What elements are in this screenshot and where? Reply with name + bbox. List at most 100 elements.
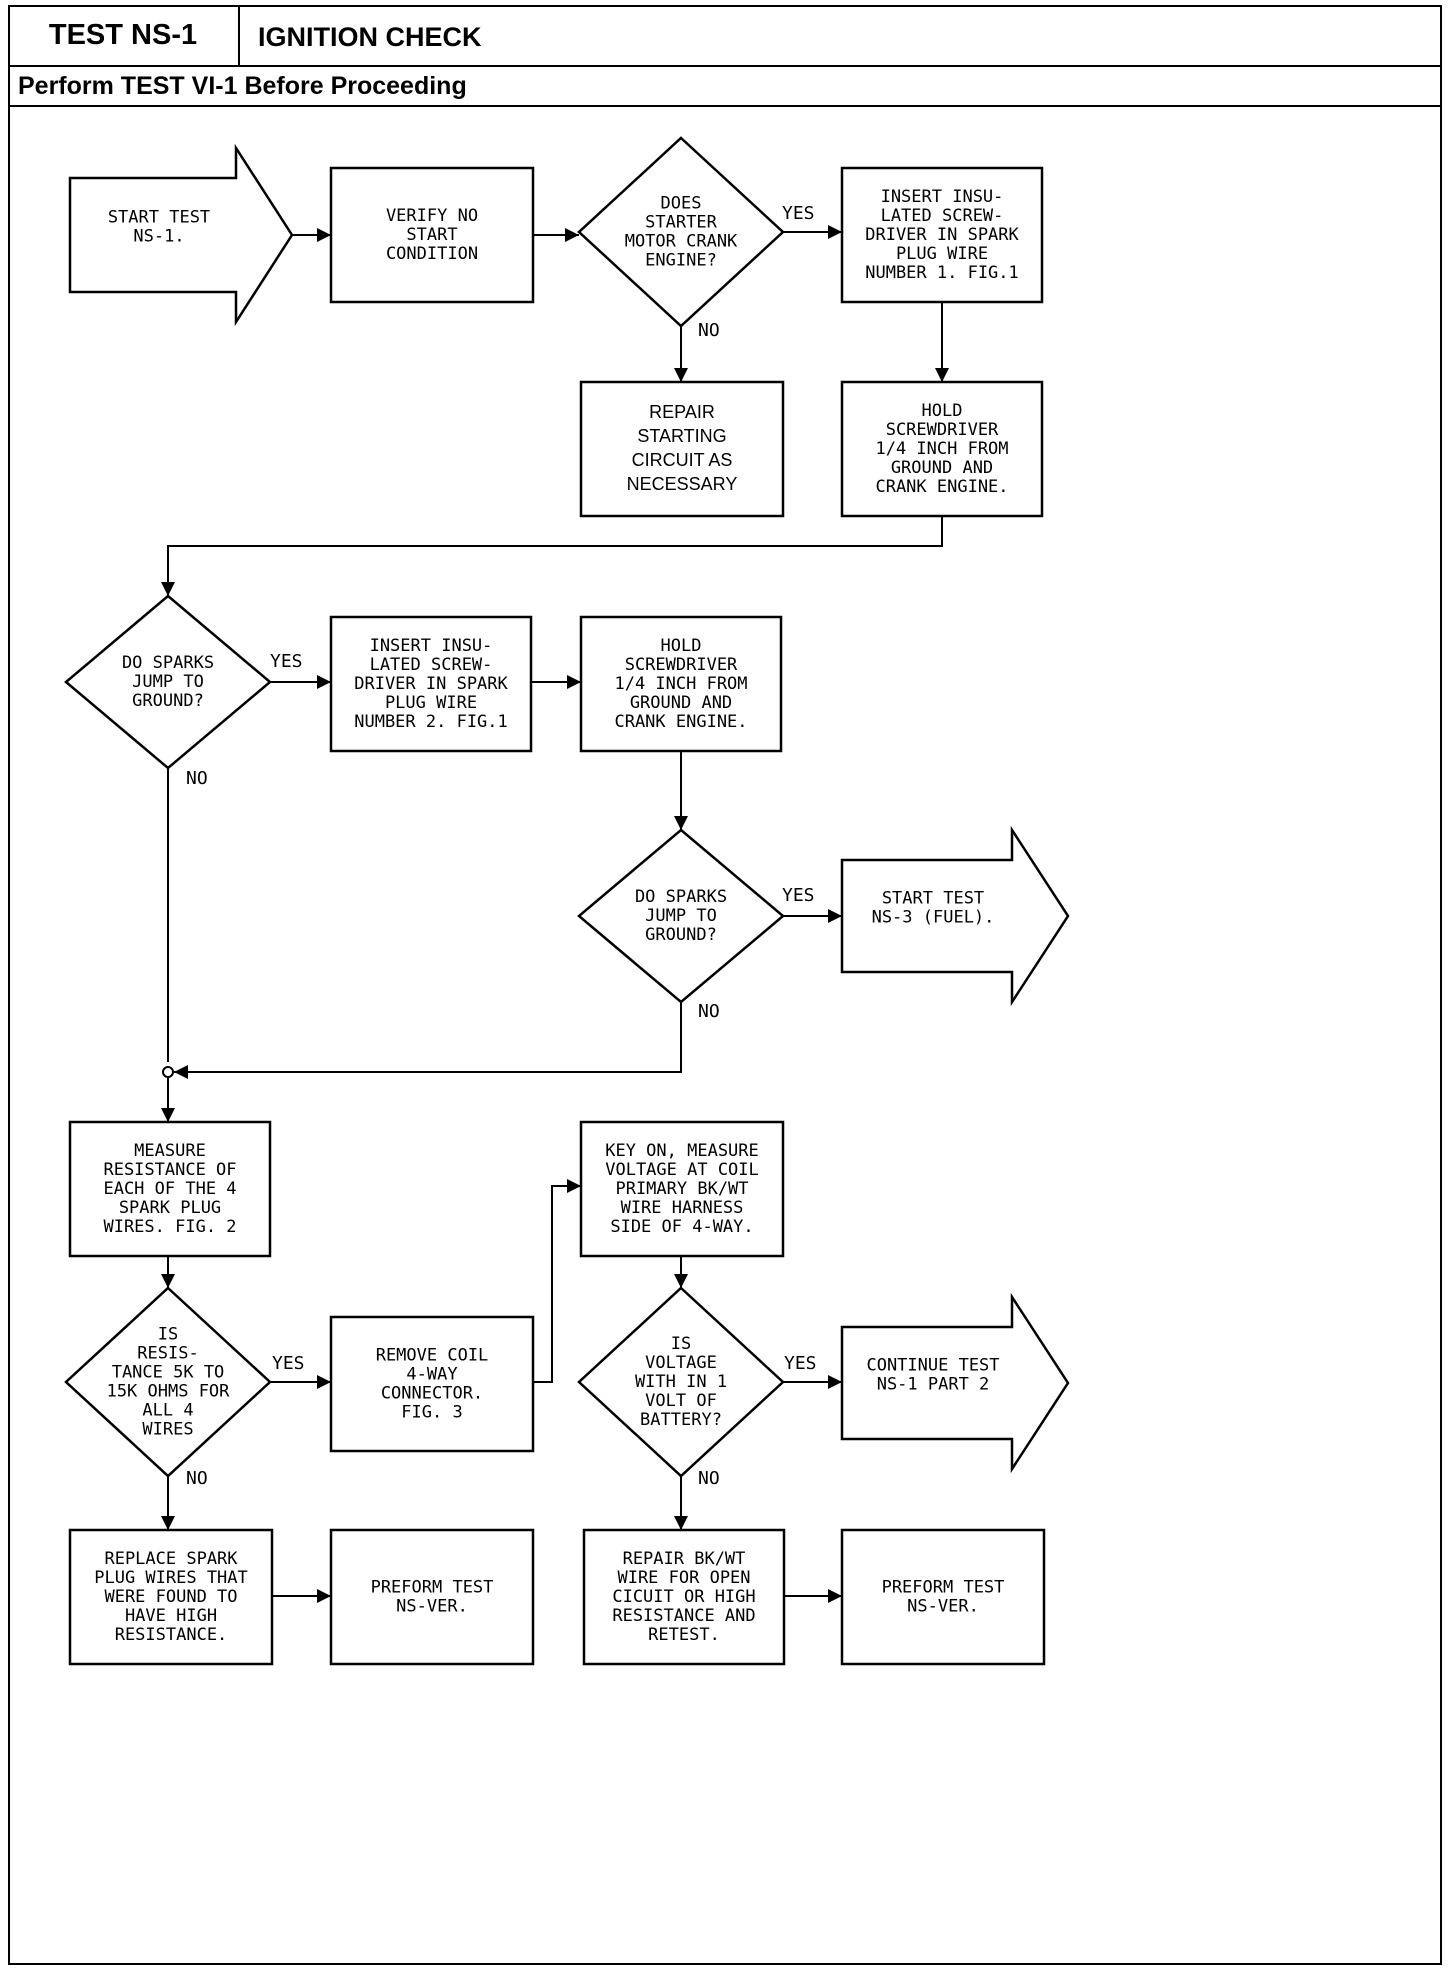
node-text: STARTING	[637, 426, 726, 446]
node-text: VOLTAGE	[645, 1353, 717, 1373]
node-text: START	[406, 225, 457, 245]
process-box	[68, 1120, 272, 1258]
node-text: NS-1.	[133, 227, 184, 247]
node-text: PLUG WIRE	[385, 693, 477, 713]
node-text: WIRES	[142, 1420, 193, 1440]
edge-label-no: NO	[186, 1468, 208, 1489]
edge-label-yes: YES	[270, 651, 303, 672]
process-box	[329, 1315, 535, 1453]
node-text: EACH OF THE 4	[103, 1179, 236, 1199]
node-text: VOLTAGE AT COIL	[605, 1160, 759, 1180]
node-text: RESISTANCE.	[115, 1625, 228, 1645]
node-text: GROUND?	[645, 925, 717, 945]
node-text: WERE FOUND TO	[104, 1587, 237, 1607]
decision-diamond	[577, 828, 785, 1004]
node-text: RETEST.	[648, 1625, 720, 1645]
node-text: START TEST	[108, 208, 210, 228]
node-text: MEASURE	[134, 1141, 206, 1161]
connector-arrow	[161, 516, 943, 596]
edge-label-no: NO	[698, 1001, 720, 1022]
edge-label-yes: YES	[272, 1353, 305, 1374]
node-insert1: INSERT INSU-LATED SCREW-DRIVER IN SPARKP…	[840, 166, 1044, 304]
node-text: NS-VER.	[907, 1597, 979, 1617]
process-box	[329, 615, 533, 753]
edge-label-yes: YES	[784, 1353, 817, 1374]
decision-diamond	[577, 1286, 785, 1478]
node-text: INSERT INSU-	[881, 187, 1004, 207]
junction-circle	[162, 1066, 174, 1078]
node-text: INSERT INSU-	[370, 636, 493, 656]
node-text: CONNECTOR.	[381, 1384, 483, 1404]
terminal-arrow	[840, 825, 1070, 1007]
page-title: IGNITION CHECK	[258, 22, 482, 52]
edge-label-no: NO	[698, 1468, 720, 1489]
node-text: GROUND?	[132, 691, 204, 711]
node-text: JUMP TO	[132, 672, 204, 692]
node-text: HAVE HIGH	[125, 1606, 217, 1626]
node-insert2: INSERT INSU-LATED SCREW-DRIVER IN SPARKP…	[329, 615, 533, 753]
node-text: CONTINUE TEST	[866, 1356, 999, 1376]
node-text: NS-VER.	[396, 1597, 468, 1617]
node-text: CRANK ENGINE.	[875, 477, 1008, 497]
node-text: KEY ON, MEASURE	[605, 1141, 759, 1161]
node-text: SIDE OF 4-WAY.	[610, 1217, 753, 1237]
node-text: MOTOR CRANK	[625, 232, 738, 252]
node-text: PREFORM TEST	[882, 1578, 1005, 1598]
node-text: NUMBER 2. FIG.1	[354, 712, 508, 732]
node-text: WITH IN 1	[635, 1372, 727, 1392]
node-text: DRIVER IN SPARK	[354, 674, 508, 694]
node-text: ENGINE?	[645, 251, 717, 271]
process-box	[329, 1528, 535, 1666]
node-text: 15K OHMS FOR	[107, 1382, 231, 1402]
node-text: GROUND AND	[630, 693, 732, 713]
process-box	[579, 380, 785, 518]
node-text: JUMP TO	[645, 906, 717, 926]
edge-label-yes: YES	[782, 885, 815, 906]
header-divider	[8, 65, 1442, 67]
node-text: GROUND AND	[891, 458, 993, 478]
node-text: FIG. 3	[401, 1403, 462, 1423]
process-box	[68, 1528, 274, 1666]
node-text: WIRE FOR OPEN	[617, 1568, 750, 1588]
terminal-arrow	[68, 143, 294, 327]
node-text: HOLD	[922, 401, 963, 421]
node-text: WIRE HARNESS	[621, 1198, 744, 1218]
process-box	[579, 1120, 785, 1258]
terminal-arrow	[840, 1292, 1070, 1474]
node-text: RESISTANCE OF	[103, 1160, 236, 1180]
node-text: DRIVER IN SPARK	[865, 225, 1019, 245]
node-text: TANCE 5K TO	[112, 1363, 225, 1383]
node-text: REPLACE SPARK	[104, 1549, 238, 1569]
node-text: SPARK PLUG	[119, 1198, 221, 1218]
node-text: REPAIR	[649, 402, 715, 422]
decision-diamond	[577, 136, 785, 328]
page-frame	[8, 5, 1442, 1965]
node-text: STARTER	[645, 213, 717, 233]
node-text: NECESSARY	[627, 474, 738, 494]
node-text: VOLT OF	[645, 1391, 717, 1411]
node-text: BATTERY?	[640, 1410, 722, 1430]
process-box	[840, 380, 1044, 518]
node-text: REMOVE COIL	[376, 1346, 489, 1366]
process-box	[840, 166, 1044, 304]
node-text: PLUG WIRES THAT	[94, 1568, 248, 1588]
node-text: LATED SCREW-	[370, 655, 493, 675]
node-text: NS-1 PART 2	[877, 1375, 990, 1395]
node-text: WIRES. FIG. 2	[103, 1217, 236, 1237]
process-box	[329, 166, 535, 304]
node-text: PRIMARY BK/WT	[615, 1179, 748, 1199]
edge-label-yes: YES	[782, 203, 815, 224]
page-subtitle: Perform TEST VI-1 Before Proceeding	[18, 72, 467, 100]
